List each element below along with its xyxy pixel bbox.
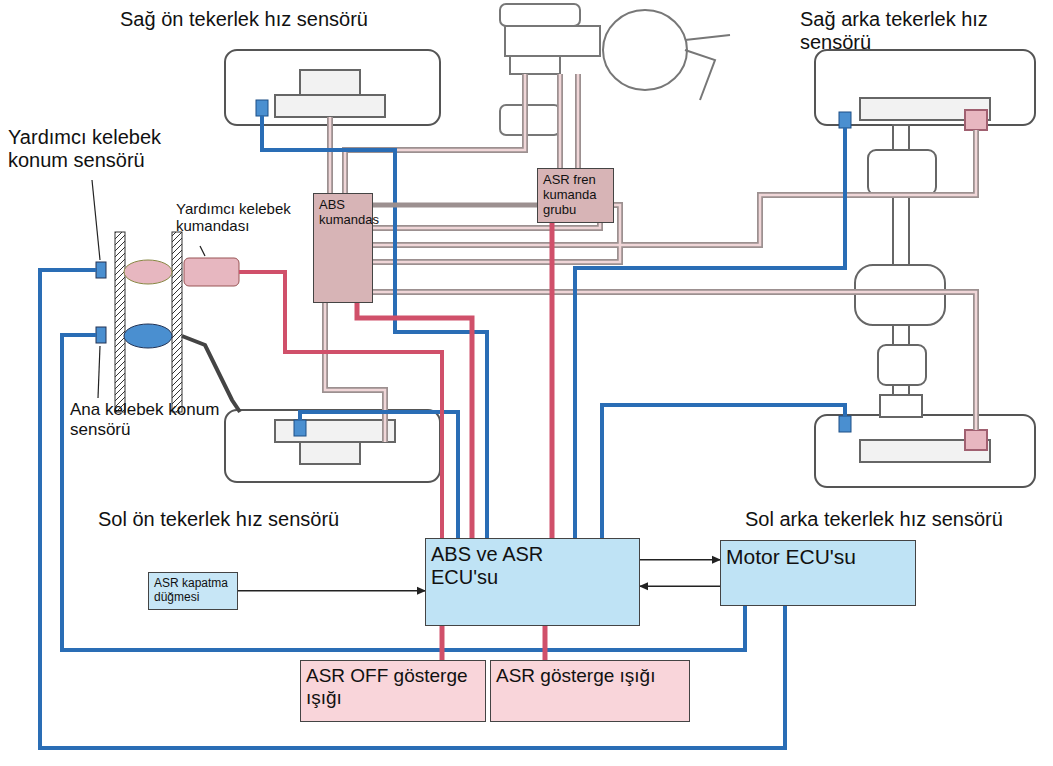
drawing-stroke (115, 232, 125, 412)
drawing-stroke (172, 232, 182, 412)
drawing-stroke (577, 74, 580, 168)
drawing-stroke (878, 345, 926, 385)
drawing-stroke (300, 442, 360, 464)
drawing-stroke (372, 130, 976, 245)
drawing-stroke (815, 415, 1035, 487)
drawing-stroke (880, 395, 922, 417)
drawing-stroke (92, 180, 100, 260)
part-label: Yardımcı kelebek konum sensörü (8, 126, 218, 172)
node-text: ASR fren kumanda grubu (543, 173, 608, 218)
drawing-stroke (96, 262, 106, 278)
actuator-wire (239, 272, 442, 540)
drawing-stroke (325, 302, 385, 442)
drawing-stroke (256, 100, 268, 116)
drawing-stroke (275, 420, 395, 442)
drawing-stroke (184, 258, 239, 286)
drawing-stroke (839, 416, 851, 432)
signal-arrow (238, 590, 425, 592)
drawing-stroke (124, 324, 172, 348)
drawing-stroke (575, 74, 581, 168)
drawing-stroke (500, 105, 560, 135)
drawing-stroke (559, 74, 562, 168)
drawing-stroke (372, 130, 976, 245)
node-text: ASR OFF gösterge ışığı (306, 665, 480, 709)
hydraulic-line (325, 74, 976, 442)
part-label: Sol ön tekerlek hız sensörü (98, 508, 339, 531)
throttle-body (96, 232, 240, 412)
rear-axle (855, 125, 945, 417)
master-cylinder (500, 4, 730, 135)
drawing-stroke (275, 95, 385, 117)
drawing-stroke (329, 117, 332, 193)
sensor-wire (40, 116, 845, 748)
drawing-stroke (965, 110, 987, 130)
part-label: Ana kelebek konum sensörü (70, 400, 240, 439)
drawing-stroke (325, 302, 385, 442)
ecu-box: ABS ve ASR ECU'su (425, 538, 640, 626)
control-wire (440, 626, 445, 660)
drawing-stroke (603, 10, 687, 90)
node-text: ASR kapatma düğmesi (154, 577, 232, 605)
drawing-stroke (124, 260, 172, 284)
indicator-box: ASR OFF gösterge ışığı (300, 660, 486, 722)
drawing-stroke (225, 410, 440, 482)
drawing-stroke (500, 4, 580, 26)
drawing-stroke (345, 74, 525, 193)
drawing-stroke (557, 74, 563, 168)
drawing-stroke (294, 420, 306, 436)
control-wire (550, 223, 555, 538)
node-text: ABS ve ASR ECU'su (431, 543, 581, 589)
drawing-stroke (225, 50, 440, 125)
control-wire (357, 303, 472, 538)
drawing-stroke (300, 70, 360, 95)
ecu-box: Motor ECU'su (720, 540, 916, 606)
part-label: Sağ arka tekerlek hız sensörü (800, 8, 1030, 54)
indicator-box: ASR gösterge ışığı (490, 660, 690, 722)
part-label: Yardımcı kelebek kumandası (176, 200, 306, 235)
hydraulic-line (373, 203, 537, 208)
abs-modulator-box: ABS kumandas (313, 193, 373, 303)
drawing-stroke (327, 117, 333, 193)
drawing-stroke (345, 74, 525, 193)
drawing-stroke (372, 292, 976, 430)
node-text: ABS kumandas (319, 198, 367, 228)
signal-arrow (640, 585, 720, 587)
hydraulic-line-core (325, 74, 976, 442)
drawing-stroke (96, 327, 106, 343)
drawing-stroke (372, 292, 976, 430)
drawing-stroke (40, 270, 785, 748)
drawing-stroke (200, 246, 205, 256)
part-label: Sol arka tekerlek hız sensörü (745, 508, 1003, 531)
node-text: ASR gösterge ışığı (496, 665, 684, 687)
control-group-box: ASR fren kumanda grubu (537, 168, 614, 223)
drawing-stroke (262, 116, 487, 540)
switch-box: ASR kapatma düğmesi (148, 572, 238, 610)
drawing-stroke (965, 430, 987, 450)
drawing-stroke (98, 346, 100, 398)
drawing-stroke (505, 26, 600, 56)
node-text: Motor ECU'su (726, 545, 910, 569)
drawing-stroke (575, 128, 845, 540)
drawing-stroke (839, 112, 851, 128)
signal-arrow (640, 559, 720, 561)
drawing-stroke (510, 56, 560, 74)
drawing-stroke (868, 150, 936, 195)
drawing-stroke (685, 35, 730, 100)
drawing-stroke (62, 335, 745, 650)
drawing-stroke (239, 272, 442, 540)
control-wire (543, 626, 548, 660)
part-label: Sağ ön tekerlek hız sensörü (120, 8, 368, 31)
